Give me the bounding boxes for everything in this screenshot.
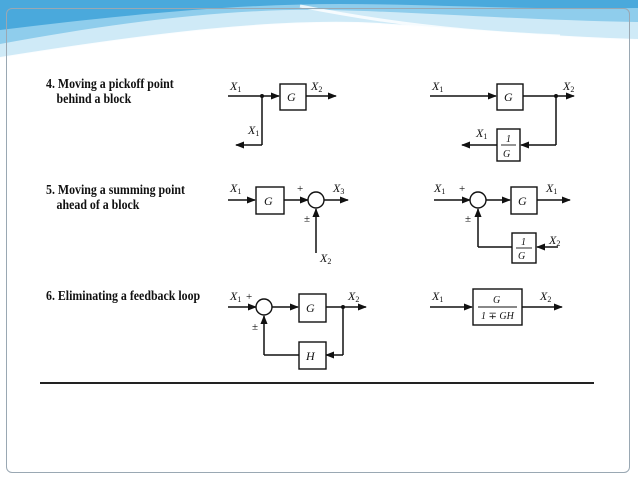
svg-text:X1: X1 [229, 289, 241, 304]
svg-text:H: H [305, 349, 316, 363]
block-g [496, 83, 524, 111]
content-panel [34, 64, 608, 396]
svg-text:+: + [246, 291, 252, 303]
svg-text:G: G [504, 90, 513, 104]
svg-text:±: ± [252, 321, 258, 333]
row-6-label: 6. Eliminating a feedback loop [46, 288, 200, 303]
svg-text:±: ± [465, 213, 471, 225]
row-6-before-diagram: G H + ± X1 X2 [228, 289, 367, 370]
row-4-title: 4. Moving a pickoff point [46, 76, 174, 91]
summing-junction [255, 298, 273, 316]
svg-text:G: G [493, 295, 500, 306]
row-4-subtitle: behind a block [56, 91, 132, 106]
row-4-before-diagram: G X1 X2 X1 [228, 79, 337, 149]
svg-text:X2: X2 [539, 289, 551, 304]
svg-text:X1: X1 [229, 79, 241, 94]
svg-text:X1: X1 [431, 289, 443, 304]
svg-text:X1: X1 [475, 126, 487, 141]
svg-text:G: G [518, 194, 527, 208]
svg-text:X2: X2 [548, 233, 560, 248]
row-5-before-diagram: G + ± X1 X3 X2 [228, 181, 349, 266]
summing-junction [469, 191, 487, 209]
svg-text:X1: X1 [433, 181, 445, 196]
svg-text:X2: X2 [347, 289, 359, 304]
svg-text:±: ± [304, 213, 310, 225]
svg-text:X1: X1 [431, 79, 443, 94]
svg-text:G: G [287, 90, 296, 104]
block-h [298, 341, 327, 370]
svg-text:X1: X1 [247, 123, 259, 138]
svg-text:X1: X1 [545, 181, 557, 196]
block-g [279, 83, 307, 111]
svg-text:G: G [306, 301, 315, 315]
svg-text:X3: X3 [332, 181, 344, 196]
row-6-title: 6. Eliminating a feedback loop [46, 288, 201, 303]
svg-text:+: + [459, 183, 465, 195]
row-5-label: 5. Moving a summing point ahead of a blo… [46, 182, 185, 212]
svg-text:X2: X2 [562, 79, 574, 94]
summing-junction [307, 191, 325, 209]
svg-text:G: G [518, 251, 525, 262]
svg-text:G: G [264, 194, 273, 208]
svg-text:X1: X1 [229, 181, 241, 196]
svg-text:X2: X2 [310, 79, 322, 94]
block-g [298, 293, 327, 323]
svg-text:G: G [503, 149, 510, 160]
header-wave-decoration [0, 0, 638, 59]
row-5-after-diagram: G 1 G + ± X1 X1 X2 [433, 181, 571, 264]
svg-text:1 ∓ GH: 1 ∓ GH [481, 311, 515, 322]
row-5-title: 5. Moving a summing point [46, 182, 185, 197]
svg-text:X2: X2 [319, 251, 331, 266]
row-4-after-diagram: G 1 G X1 X2 X1 [430, 79, 575, 162]
row-6-after-diagram: G 1 ∓ GH X1 X2 [430, 288, 563, 326]
svg-text:+: + [297, 183, 303, 195]
svg-text:1: 1 [521, 237, 526, 248]
row-5-subtitle: ahead of a block [56, 197, 140, 212]
slide-frame [6, 8, 630, 473]
row-4-label: 4. Moving a pickoff point behind a block [46, 76, 174, 106]
svg-text:1: 1 [506, 134, 511, 145]
